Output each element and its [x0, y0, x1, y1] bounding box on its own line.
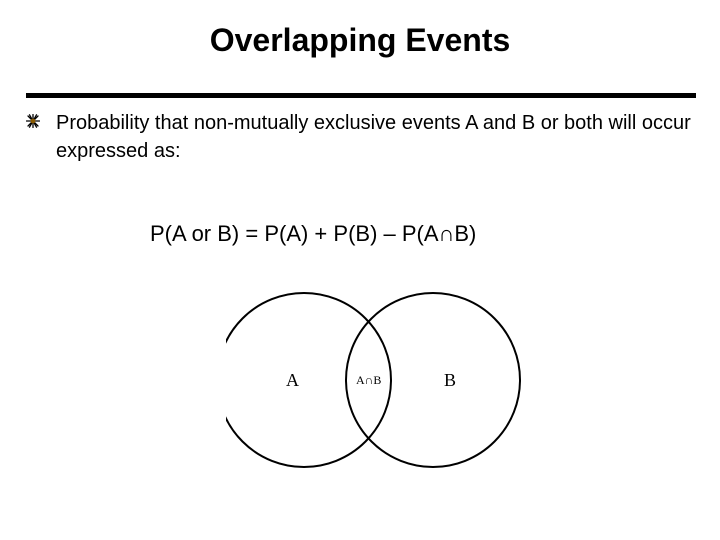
slide-title: Overlapping Events [209, 22, 511, 58]
label-a: A [286, 370, 299, 390]
title-divider [26, 93, 696, 98]
bullet-text: Probability that non-mutually exclusive … [56, 112, 691, 162]
label-b: B [444, 370, 456, 390]
venn-diagram: A A∩B B [226, 292, 521, 468]
starburst-bullet-icon [26, 114, 40, 128]
circle-a [226, 292, 392, 468]
formula: P(A or B) = P(A) + P(B) – P(A∩B) [150, 221, 477, 246]
label-intersection: A∩B [356, 373, 381, 387]
circle-b [345, 292, 521, 468]
